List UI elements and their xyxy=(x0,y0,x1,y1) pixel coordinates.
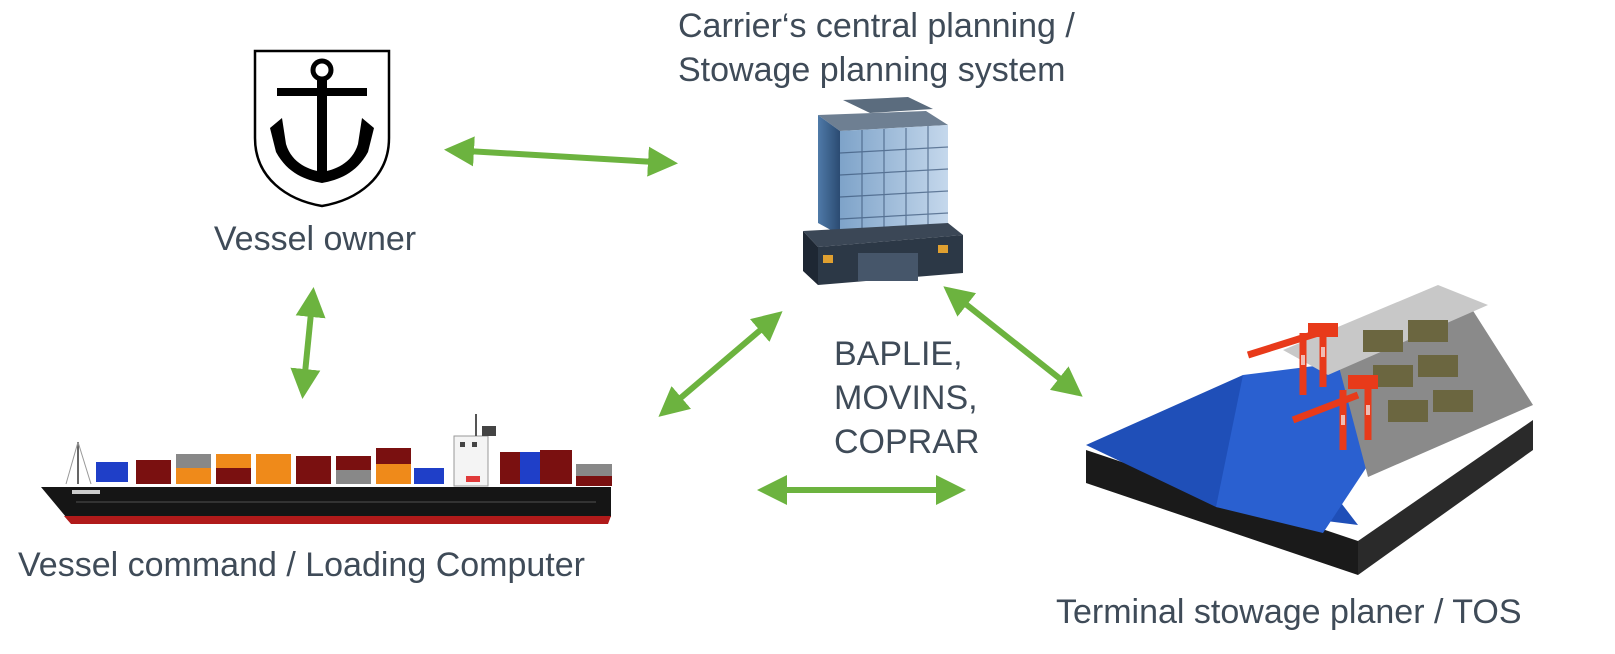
carrier-label-line1: Carrier‘s central planning / xyxy=(678,7,1075,45)
carrier-label-line2: Stowage planning system xyxy=(678,51,1066,89)
terminal-model-icon xyxy=(1068,215,1540,590)
arrow-owner-vessel xyxy=(290,287,326,399)
container-ship-icon xyxy=(36,412,621,537)
terminal-label: Terminal stowage planer / TOS xyxy=(1056,593,1522,631)
arrow-owner-carrier xyxy=(444,136,678,177)
anchor-shield-icon xyxy=(252,48,392,215)
message-baplie: BAPLIE, xyxy=(834,335,963,373)
vessel-command-label: Vessel command / Loading Computer xyxy=(18,546,585,584)
arrow-carrier-terminal xyxy=(943,286,1083,397)
office-building-icon xyxy=(798,95,968,295)
arrow-vessel-carrier xyxy=(658,311,783,417)
message-coprar: COPRAR xyxy=(834,423,980,461)
vessel-owner-label: Vessel owner xyxy=(213,220,417,258)
message-movins: MOVINS, xyxy=(834,379,978,417)
